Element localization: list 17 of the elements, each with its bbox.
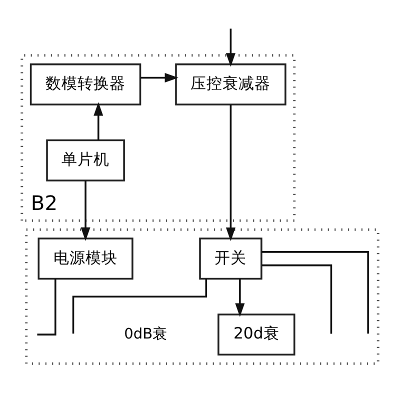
arrow xyxy=(140,72,178,82)
node-box: 电源模块 xyxy=(38,238,134,280)
node-box: 数模转换器 xyxy=(30,63,142,106)
arrow xyxy=(80,180,90,241)
connector xyxy=(262,251,369,334)
arrow xyxy=(226,104,236,242)
connector xyxy=(262,264,332,334)
node-box: 20d衰 xyxy=(218,314,296,356)
node-box: 单片机 xyxy=(46,139,125,182)
node-box: 开关 xyxy=(199,238,262,280)
node-box: 压控衰减器 xyxy=(175,63,286,106)
arrow xyxy=(226,28,236,67)
arrow xyxy=(94,102,104,140)
connector xyxy=(37,278,56,336)
connector xyxy=(72,278,208,334)
arrow xyxy=(235,278,245,317)
label: 0dB衰 xyxy=(124,326,168,342)
